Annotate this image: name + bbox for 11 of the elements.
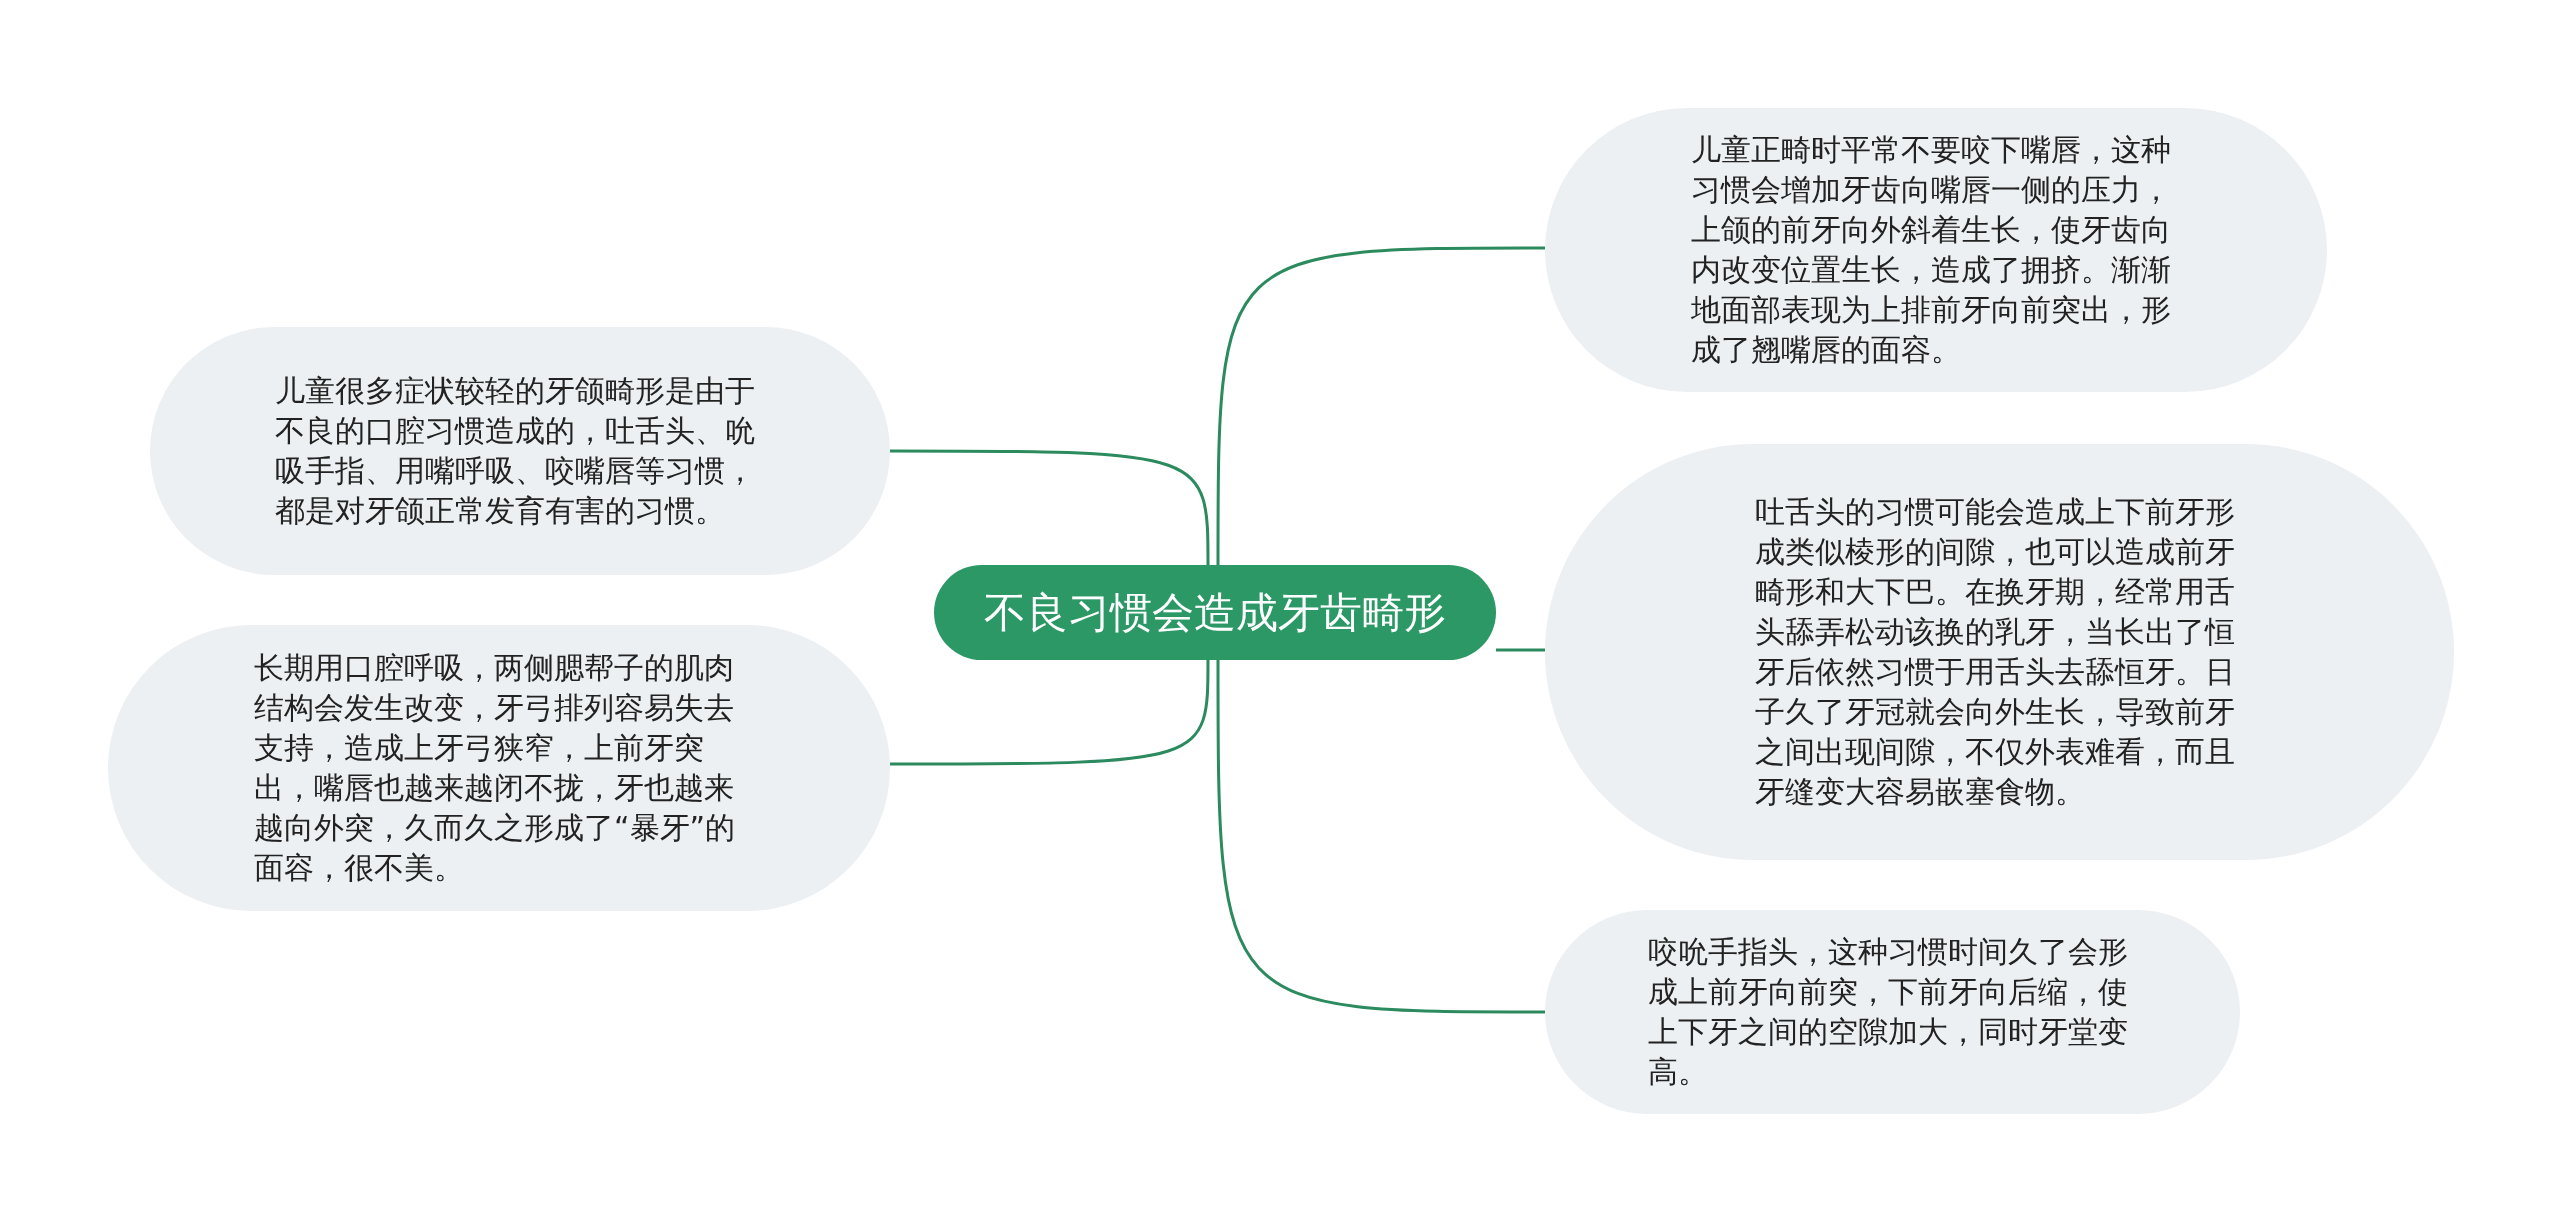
topic-text: 长期用口腔呼吸，两侧腮帮子的肌肉结构会发生改变，牙弓排列容易失去支持，造成上牙弓狭窄，上前牙突出，嘴唇也越来越闭不拢，牙也越来越向外突，久而久之形成了“暴牙”的面容，很不美。 <box>254 649 737 887</box>
topic-text: 儿童正畸时平常不要咬下嘴唇，这种习惯会增加牙齿向嘴唇一侧的压力，上颌的前牙向外斜着生长，使牙齿向内改变位置生长，造成了拥挤。渐渐地面部表现为上排前牙向前突出，形成了翘嘴唇的面容。 <box>1691 131 2172 369</box>
topic-text: 儿童很多症状较轻的牙颌畸形是由于不良的口腔习惯造成的，吐舌头、吮吸手指、用嘴呼吸、咬嘴唇等习惯，都是对牙颌正常发育有害的习惯。 <box>275 372 756 530</box>
topic-text: 咬吮手指头，这种习惯时间久了会形成上前牙向前突，下前牙向后缩，使上下牙之间的空隙加大，同时牙堂变高。 <box>1647 933 2129 1091</box>
connector-line <box>1496 648 1545 652</box>
connector-line <box>1216 246 1545 565</box>
topic-text: 吐舌头的习惯可能会造成上下前牙形成类似棱形的间隙，也可以造成前牙畸形和大下巴。在换牙期，经常用舌头舔弄松动该换的乳牙，当长出了恒牙后依然习惯于用舌头去舔恒牙。日子久了牙冠就会向外生长，导致前牙之间出现间隙，不仅外表难看，而且牙缝变大容易嵌塞食物。 <box>1754 493 2236 811</box>
connector-line <box>890 660 1210 766</box>
connector-line <box>890 449 1210 565</box>
connector-line <box>1216 660 1545 1014</box>
central-topic-text: 不良习惯会造成牙齿畸形 <box>984 587 1446 638</box>
